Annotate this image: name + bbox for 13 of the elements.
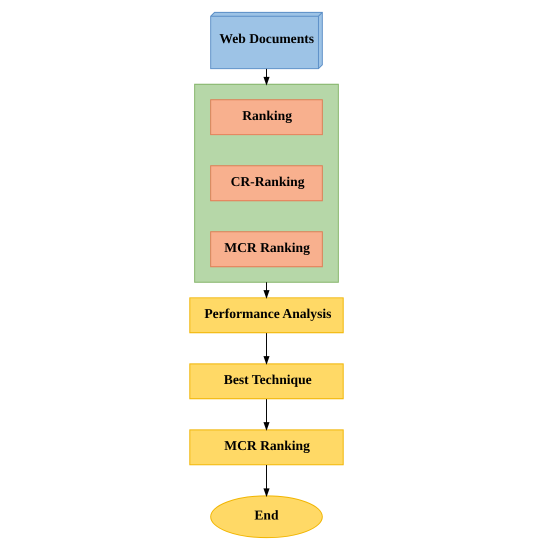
node-box: CR-Ranking (210, 165, 323, 202)
node-ellipse: End (210, 495, 323, 538)
node-box: Ranking (210, 99, 323, 136)
arrow (263, 398, 270, 431)
node-box: Performance Analysis (189, 297, 344, 334)
arrow (263, 282, 270, 299)
arrow (263, 464, 270, 498)
cluster (194, 84, 339, 283)
arrow (263, 68, 270, 86)
node-box: MCR Ranking (189, 429, 344, 466)
arrow (263, 332, 270, 365)
node-box: MCR Ranking (210, 231, 323, 268)
node-box: Best Technique (189, 363, 344, 400)
